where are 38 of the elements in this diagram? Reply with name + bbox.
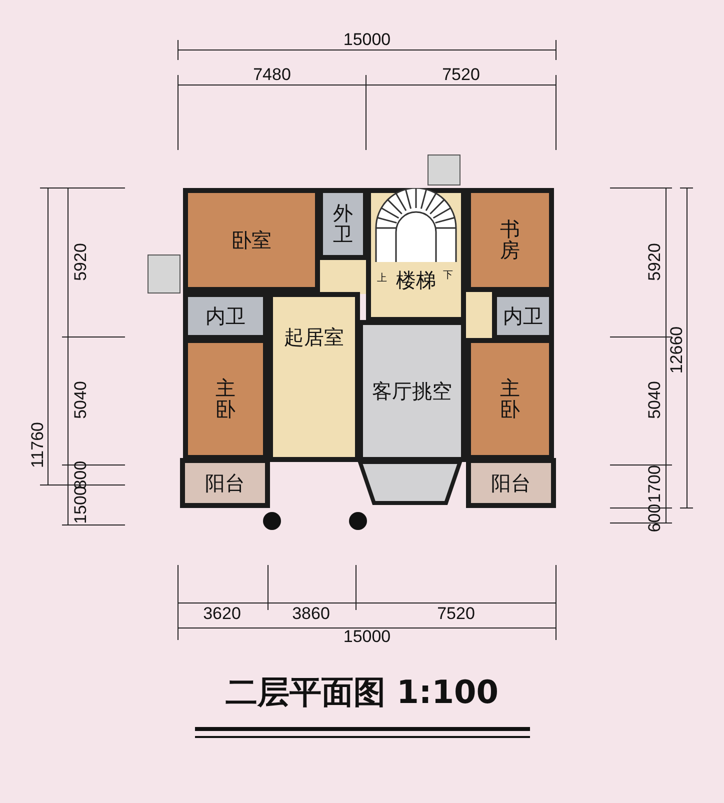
room-label: 主卧 (214, 378, 236, 420)
dimension-text: 15000 (343, 30, 391, 50)
dimension-text: 5920 (645, 243, 665, 281)
dimension-text: 7520 (442, 65, 480, 85)
dimension-text: 12660 (667, 326, 687, 374)
room-label: 外卫 (332, 203, 354, 245)
plan-title: 二层平面图 1:100 (226, 672, 498, 713)
dimension-text: 600 (645, 504, 665, 532)
room-area (318, 188, 368, 260)
room-label: 主卧 (499, 378, 521, 420)
room-area (466, 458, 556, 508)
room-label: 书房 (499, 219, 521, 261)
dimension-text: 5920 (71, 243, 91, 281)
room-label: 客厅挑空 (372, 380, 452, 402)
dimension-text: 1700 (645, 465, 665, 503)
dimension-text: 3620 (203, 604, 241, 624)
stair-direction-text: 上 (377, 272, 387, 285)
room-area (492, 292, 554, 340)
room-label: 卧室 (232, 230, 272, 250)
room-area (183, 188, 320, 292)
dimension-text: 7480 (253, 65, 291, 85)
room-area (180, 458, 270, 508)
room-label: 阳台 (491, 472, 531, 494)
dimension-text: 5040 (71, 381, 91, 419)
dimension-text: 15000 (343, 627, 391, 647)
stair-direction-text: 下 (443, 269, 453, 282)
room-label: 起居室 (284, 327, 344, 348)
room-area (466, 338, 554, 460)
dimension-text: 5040 (645, 381, 665, 419)
room-label: 楼梯 (396, 270, 436, 290)
dimension-text: 3860 (292, 604, 330, 624)
room-label: 内卫 (206, 306, 246, 326)
dimension-text: 7520 (437, 604, 475, 624)
room-area (366, 188, 466, 322)
room-area (183, 338, 268, 460)
dimension-text: 11760 (28, 422, 48, 468)
room-label: 阳台 (205, 472, 245, 494)
room-label: 内卫 (503, 306, 543, 326)
